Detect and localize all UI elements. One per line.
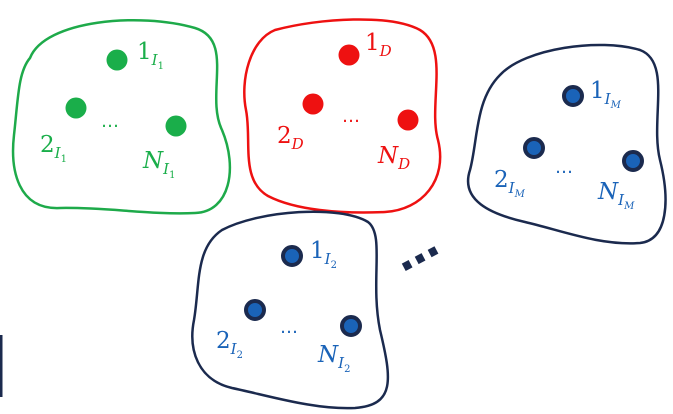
group-i1-label-first: 1I1 <box>137 39 164 72</box>
group-im-node-first <box>562 85 584 107</box>
group-im-label-last: NIM <box>597 179 635 212</box>
group-im-outline <box>466 43 667 245</box>
group-d-label-second: 2D <box>277 123 304 153</box>
group-im-ellipsis: … <box>555 157 573 178</box>
group-i2-node-last <box>340 315 362 337</box>
group-d-label-last: ND <box>377 143 410 173</box>
group-i2-outline <box>191 210 390 410</box>
group-i1-outline <box>11 19 232 215</box>
group-i1-label-last: NI1 <box>142 148 175 181</box>
group-im-label-first: 1IM <box>590 78 622 111</box>
between-groups-ellipsis: … <box>384 217 447 283</box>
group-i2-label-second: 2I2 <box>216 328 243 361</box>
group-i1-node-last <box>165 115 187 137</box>
left-edge-rule <box>0 335 3 397</box>
group-d-node-first <box>338 44 360 66</box>
group-i1-node-first <box>106 49 128 71</box>
group-d-node-last <box>397 109 419 131</box>
group-d-outline <box>243 18 442 214</box>
group-d-ellipsis: … <box>342 106 360 127</box>
group-i2-node-first <box>281 245 303 267</box>
group-i2-node-second <box>244 299 266 321</box>
group-i1: 1I1 2I1 NI1 … <box>11 19 232 215</box>
group-i1-label-second: 2I1 <box>40 132 67 165</box>
group-im-node-last <box>622 150 644 172</box>
group-i2-label-first: 1I2 <box>310 238 337 271</box>
group-d-label-first: 1D <box>365 30 392 60</box>
group-im: 1IM 2IM NIM … <box>466 43 667 245</box>
group-i2-label-last: NI2 <box>317 342 350 375</box>
group-d: 1D 2D ND … <box>243 18 442 214</box>
group-i1-node-second <box>65 97 87 119</box>
group-im-node-second <box>523 137 545 159</box>
group-i2-ellipsis: … <box>280 317 298 338</box>
group-i1-ellipsis: … <box>101 111 119 132</box>
group-d-node-second <box>302 93 324 115</box>
group-im-label-second: 2IM <box>494 167 526 200</box>
group-i2: 1I2 2I2 NI2 … <box>191 210 390 410</box>
